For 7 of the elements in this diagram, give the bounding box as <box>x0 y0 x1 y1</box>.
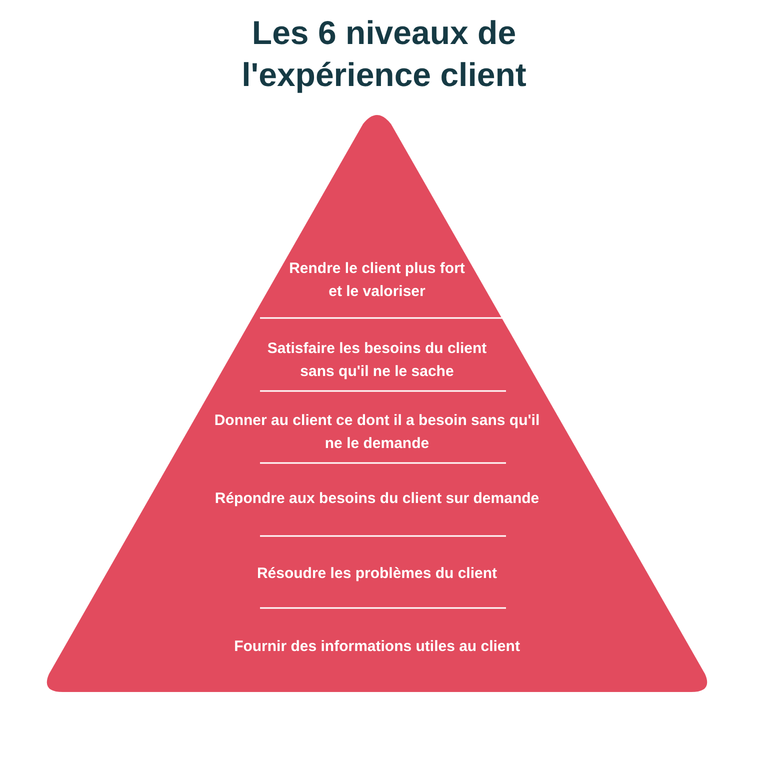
level-text: Fournir des informations utiles au client <box>234 636 520 656</box>
title: Les 6 niveaux de l'expérience client <box>240 13 528 95</box>
level-text: Résoudre les problèmes du client <box>256 564 498 584</box>
level-text: Donner au client ce dont il a besoin sans qu'il ne le demande <box>213 411 541 454</box>
level-text: Répondre aux besoins du client sur demande <box>214 488 540 508</box>
level-text: Satisfaire les besoins du client sans qu'il ne le sache <box>266 339 488 382</box>
level-text: Rendre le client plus fort et le valoriser <box>288 259 466 302</box>
